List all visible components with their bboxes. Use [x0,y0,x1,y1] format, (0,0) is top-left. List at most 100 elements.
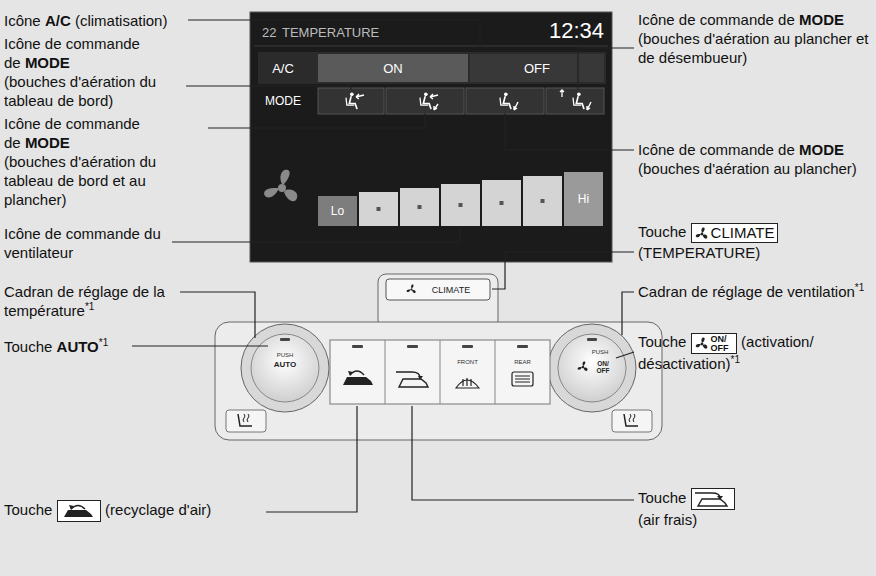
callout-text: Cadran de réglage de ventilation [638,283,855,300]
callout-label: Cadran de réglage de la température*1 [4,282,219,320]
callout-label: Icône de commande du ventilateur [4,224,172,262]
display-text: REAR [514,359,531,365]
climate-bezel [378,274,498,328]
callout-text: (TEMPERATURE) [638,243,872,262]
fan-symbol [264,170,297,202]
callout-label: IcôneA/C(climatisation) [4,11,244,30]
fan-bar [523,176,562,226]
display-text: 22 [262,26,276,39]
leader-line [616,352,634,358]
temperature-dial [241,324,329,412]
callout-text: (bouches d'aération du tableau de bord e… [4,152,208,209]
bar-dot [500,201,504,205]
indicator [280,338,290,341]
leader-line [505,113,634,150]
indicators [352,345,528,348]
fan-bar [318,196,357,226]
mode-icon-floor-defrost [560,90,591,110]
bar-dot [541,199,545,203]
mode-cell [546,88,604,114]
display-text: ON [383,62,403,75]
indicator [587,338,597,341]
display-text: ON/ OFF [596,361,610,375]
leader-line [578,48,634,90]
leader-line [492,252,634,289]
display-text: Lo [331,205,344,217]
fan-bar [441,184,480,226]
button-symbol [691,488,735,510]
leader-line [186,86,351,90]
footnote-mark: *1 [99,337,108,348]
callout-text: A/C [45,12,71,29]
display-screen [250,12,612,262]
divider [385,340,386,404]
display-text: PUSH [277,352,294,358]
button-symbol: CLIMATE [691,223,779,243]
display-text: TEMPERATURE [282,26,379,39]
ac-off-button [470,54,604,82]
fresh-air-symbol [396,372,428,387]
onoff-button [558,334,626,402]
mode-cell [318,88,384,114]
fan-bar [482,180,521,226]
fan-bar [359,192,398,226]
divider [495,340,496,404]
display-text: AUTO [274,361,297,369]
callout-text: (climatisation) [75,12,168,29]
callout-text: AUTO [57,338,99,355]
mode-icon-dash-floor [420,93,438,111]
callout-label: Touche(air frais) [638,488,872,529]
callout-text: ON/ OFF [711,335,733,353]
callout-text: Icône de commande de [638,141,795,158]
leader-line [208,113,425,128]
callout-text: Touche [4,338,52,355]
callout-text: Icône de commande de [4,35,140,71]
leader-line [188,20,480,52]
display-text: FRONT [457,359,478,365]
leader-line [412,406,634,500]
fan-symbol [407,284,416,293]
callout-text: (recyclage d'air) [105,501,211,518]
mode-cell [386,88,464,114]
callout-text: CLIMATE [711,224,775,241]
callout-text: (bouches d'aération au plancher et de dé… [638,29,872,67]
seat-heater-button [226,410,266,432]
callout-text: (bouches d'aération du tableau de bord) [4,72,186,110]
bezel-seam [380,324,496,328]
ac-row [258,52,606,84]
display-text: PUSH [592,349,609,355]
footnote-mark: *1 [731,354,740,365]
front-defrost-symbol [456,378,479,388]
leader-line [172,228,460,242]
footnote-mark: *1 [855,282,864,293]
callout-text: Icône de commande de [4,115,140,151]
header-rule [254,46,608,47]
callout-text: Icône [4,12,41,29]
callout-label: Icône de commande deMODE(bouches d'aérat… [638,140,872,178]
button-symbol [57,500,101,522]
callout-text: Touche [4,501,52,518]
leader-line [132,345,268,346]
callout-label: Cadran de réglage de ventilation*1 [638,282,872,301]
button-row [330,340,550,404]
callout-text: MODE [799,141,844,158]
screen-frame [250,12,612,262]
callout-text: Touche [638,489,686,506]
bar-dot [459,203,463,207]
callout-text: Cadran de réglage de la température [4,283,165,319]
callout-label: ToucheCLIMATE(TEMPERATURE) [638,222,872,262]
display-text: CLIMATE [432,286,470,295]
callout-text: (bouches d'aération au plancher) [638,159,872,178]
button-symbol: ON/ OFF [691,333,737,354]
callout-text: MODE [25,134,70,151]
divider [440,340,441,404]
display-text: OFF [524,62,550,75]
callout-text: Touche [638,333,686,350]
recirculation-symbol [343,371,373,385]
ac-on-button [318,54,468,82]
callout-label: Icône de commande deMODE(bouches d'aérat… [638,10,872,67]
display-text: 12:34 [549,20,604,42]
mode-icon-floor [500,93,518,111]
leader-line [266,406,357,512]
